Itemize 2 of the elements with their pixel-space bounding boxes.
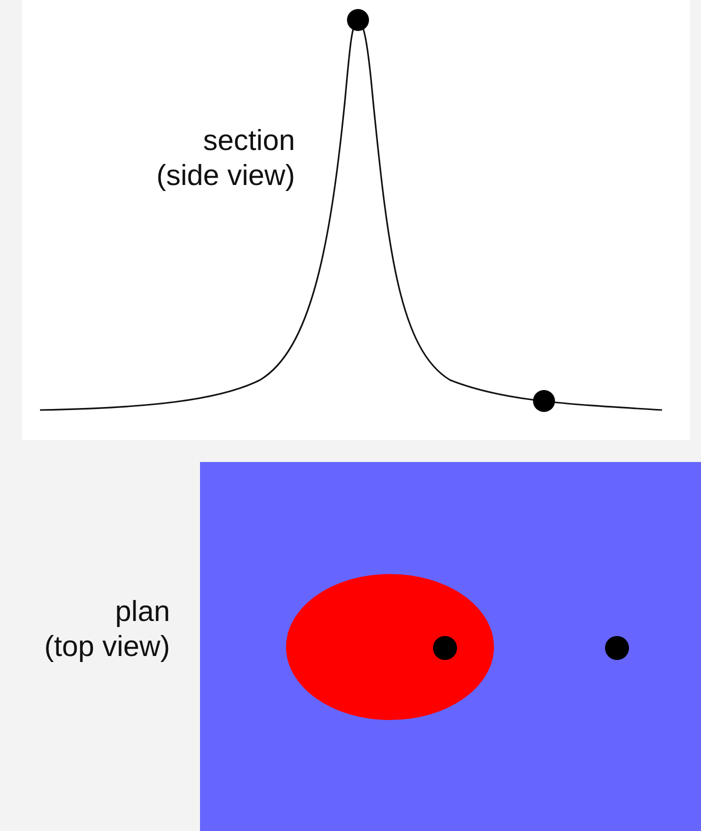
- view-label: section (side view): [155, 124, 295, 194]
- view-label: plan (top view): [43, 595, 170, 665]
